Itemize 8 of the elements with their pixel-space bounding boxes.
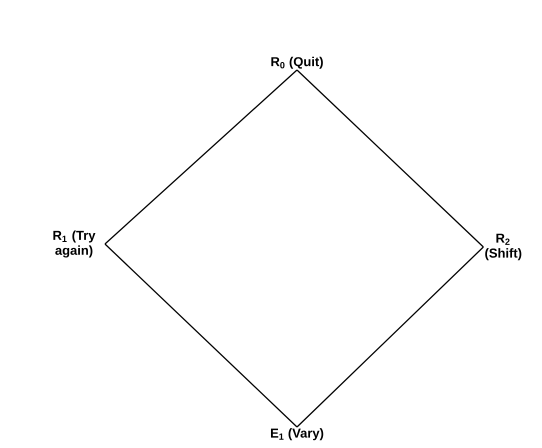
line [104,70,298,244]
vertex-label: R$_{2}$ (Shift) [485,234,522,260]
vertex-label: R$_{1}$ (Try again) [53,230,96,258]
line [296,246,484,428]
line [296,70,484,248]
vertex-label: R$_{0}$ (Quit) [271,56,323,69]
vertex-label: E$_{1}$ (Vary) [270,428,324,440]
line [104,244,298,428]
